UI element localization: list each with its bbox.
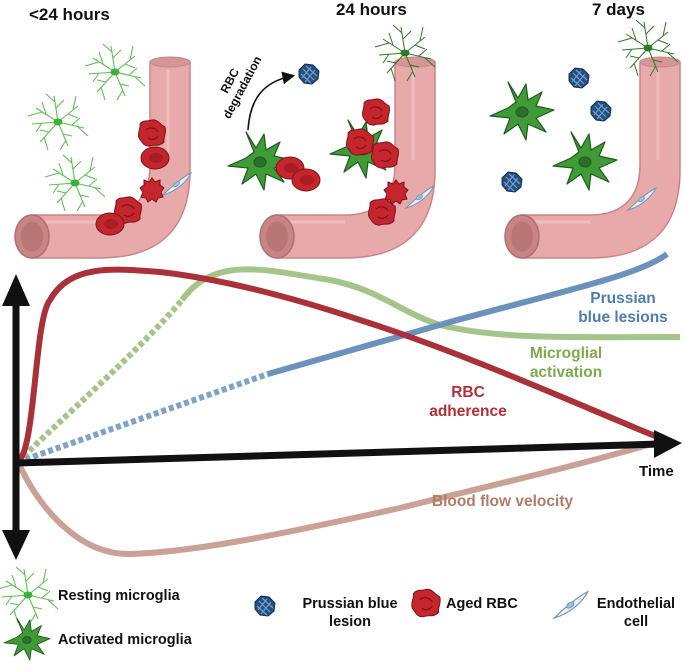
rbc-4 (291, 168, 321, 192)
rbc-adherence-label: RBC adherence (429, 384, 507, 420)
degradation-arrow (247, 71, 296, 131)
resting-microglia-icon (0, 566, 59, 624)
prussian-blue-lesion-3 (590, 100, 612, 122)
timepoint-label: 24 hours (336, 0, 407, 19)
resting-microglia-icon (44, 154, 106, 212)
y-axis-arrow-down (2, 530, 30, 560)
activated-microglia-icon (552, 131, 618, 191)
prussian-blue-curve (267, 251, 669, 377)
blood-flow-velocity-label: Blood flow velocity (431, 493, 574, 510)
aged-rbc-4 (361, 98, 391, 126)
x-axis (15, 440, 661, 467)
panel-under-24-hours (13, 43, 192, 260)
rbc-1 (140, 146, 170, 170)
activated-microglia-icon (489, 81, 555, 141)
resting-microglia-icon (84, 43, 146, 101)
legend-prussian-blue-label: Prussian blue lesion (302, 596, 398, 630)
x-axis-arrow (654, 430, 682, 458)
timeline-graph (2, 251, 682, 560)
rbc-2 (95, 212, 125, 236)
legend-endothelial-cell-label: Endothelial cell (596, 596, 676, 630)
prussian-blue-lesion-4 (501, 171, 523, 193)
blood-flow-velocity-curve (15, 437, 666, 558)
time-axis-label: Time (639, 463, 674, 480)
prussian-blue-lesion-2 (568, 67, 590, 89)
microglial-activation-curve (179, 266, 681, 341)
endothelial-cell-icon (553, 590, 589, 619)
timepoint-label: <24 hours (29, 5, 110, 24)
prussian-blue-dashed (17, 371, 269, 465)
y-axis-arrow-up (2, 274, 30, 306)
prussian-blue-lesions-label: Prussian blue lesions (578, 290, 668, 326)
legend-aged-rbc-label: Aged RBC (446, 596, 518, 612)
activated-microglia-icon (3, 617, 51, 661)
legend-resting-microglia-label: Resting microglia (58, 588, 180, 604)
timepoint-label: 7 days (592, 0, 645, 19)
rbc-adherence-curve (15, 266, 667, 465)
prussian-blue-lesion-1 (298, 63, 320, 85)
microglial-activation-label: Microglial activation (529, 345, 603, 381)
panel-7-days (489, 19, 682, 260)
prussian-blue-lesion-icon (254, 595, 276, 617)
microglial-activation-dashed (15, 298, 185, 465)
legend-activated-microglia-label: Activated microglia (58, 632, 192, 648)
aged-rbc-5 (345, 128, 375, 156)
resting-microglia-icon (27, 93, 89, 151)
panel-24-hours (227, 24, 437, 260)
